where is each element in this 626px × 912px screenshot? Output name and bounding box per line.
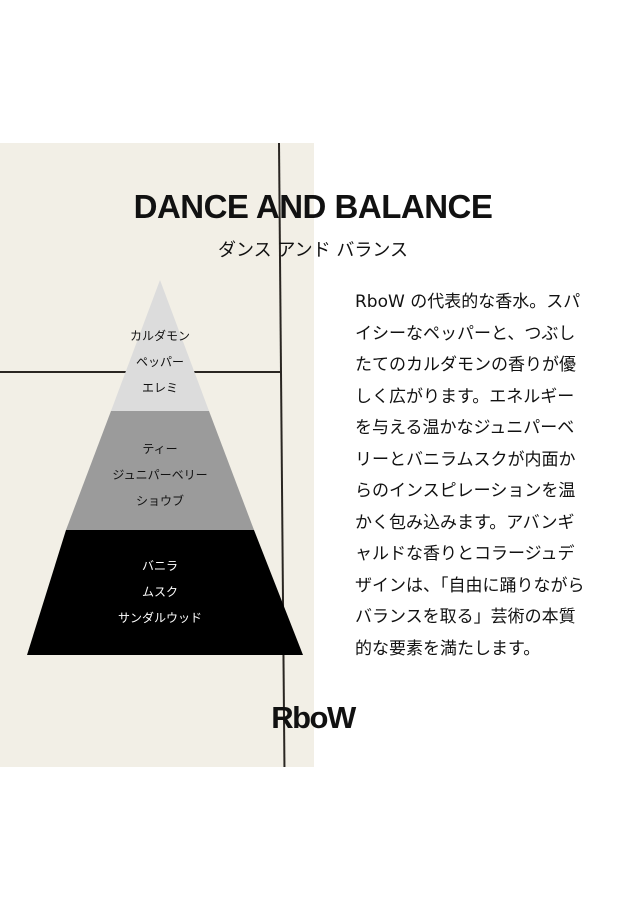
note: サンダルウッド	[117, 611, 202, 625]
description-line: イシーなペッパーと、つぶし	[355, 323, 576, 344]
description-line: かく包み込みます。アバンギ	[355, 512, 575, 533]
description: RboW の代表的な香水。スパ イシーなペッパーと、つぶし たてのカルダモンの香…	[355, 287, 615, 665]
product-title: DANCE AND BALANCE	[133, 188, 493, 225]
description-line: ザインは、「自由に踊りながら	[355, 575, 585, 596]
description-line: リーとバニラムスクが内面か	[355, 449, 576, 470]
note: カルダモン	[129, 329, 190, 343]
product-subtitle: ダンス アンド バランス	[217, 240, 408, 261]
note: ショウブ	[135, 494, 184, 508]
description-line: らのインスピレーションを温	[355, 481, 576, 501]
base-notes: バニラ ムスク サンダルウッド	[60, 553, 260, 631]
description-line: を与える温かなジュニパーベ	[355, 418, 575, 438]
top-notes: カルダモン ペッパー エレミ	[60, 323, 260, 401]
note: ティー	[142, 442, 178, 456]
description-line: たてのカルダモンの香りが優	[355, 355, 576, 375]
description-line: 的な要素を満たします。	[355, 638, 541, 659]
description-line: RboW の代表的な香水。スパ	[355, 292, 581, 312]
pyramid-middle-tier	[66, 411, 254, 530]
description-line: ャルドな香りとコラージュデ	[355, 544, 575, 564]
middle-notes: ティー ジュニパーベリー ショウブ	[60, 436, 260, 514]
brand-logo: RboW	[271, 700, 356, 735]
note: ペッパー	[135, 355, 184, 369]
note: エレミ	[141, 381, 178, 395]
description-line: しく広がります。エネルギー	[355, 386, 575, 407]
note: ムスク	[141, 585, 178, 599]
pyramid-base-tier	[27, 530, 303, 655]
pyramid-top-tier	[111, 280, 209, 411]
note: バニラ	[141, 559, 178, 573]
note: ジュニパーベリー	[112, 468, 208, 482]
description-line: バランスを取る」芸術の本質	[355, 607, 576, 627]
